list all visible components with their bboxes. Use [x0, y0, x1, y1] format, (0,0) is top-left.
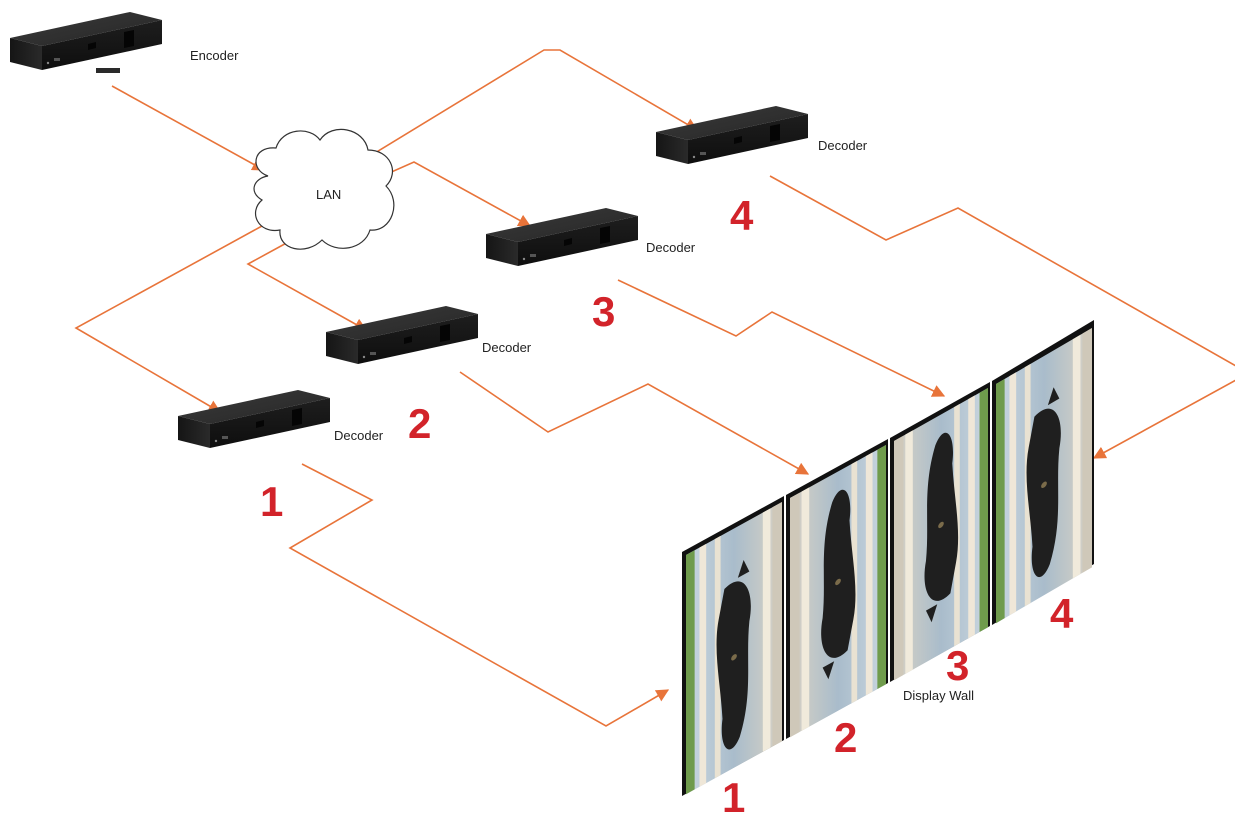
display-panel-1 — [682, 496, 784, 796]
wire-lan-to-decoder-4 — [370, 50, 697, 156]
decoder-3-device — [486, 208, 638, 266]
decoder-3-number: 3 — [592, 288, 615, 335]
wire-lan-to-decoder-2 — [248, 240, 366, 330]
decoder-4-number: 4 — [730, 192, 754, 239]
wire-lan-to-decoder-3 — [378, 162, 530, 226]
wire-encoder-to-lan — [112, 86, 264, 170]
decoder-3-label: Decoder — [646, 240, 696, 255]
decoder-4-device — [656, 106, 808, 164]
display-3-number: 3 — [946, 642, 969, 689]
display-4-number: 4 — [1050, 590, 1074, 637]
display-panel-4 — [992, 320, 1094, 625]
lan-label: LAN — [316, 187, 341, 202]
encoder-label: Encoder — [190, 48, 239, 63]
wire-decoder-3-to-display-3 — [618, 280, 944, 396]
wire-decoder-2-to-display-2 — [460, 372, 808, 474]
display-2-number: 2 — [834, 714, 857, 761]
display-1-number: 1 — [722, 774, 745, 818]
display-panel-3 — [890, 382, 990, 682]
wire-decoder-1-to-display-1 — [290, 464, 668, 726]
wire-lan-to-decoder-1 — [76, 226, 262, 412]
display-wall — [682, 320, 1094, 796]
decoder-1-label: Decoder — [334, 428, 384, 443]
display-wall-label: Display Wall — [903, 688, 974, 703]
decoder-4-label: Decoder — [818, 138, 868, 153]
decoder-1-number: 1 — [260, 478, 283, 525]
decoder-2-number: 2 — [408, 400, 431, 447]
encoder-device — [10, 12, 162, 73]
decoder-2-label: Decoder — [482, 340, 532, 355]
decoder-1-device — [178, 390, 330, 448]
display-panel-2 — [786, 439, 888, 739]
decoder-2-device — [326, 306, 478, 364]
